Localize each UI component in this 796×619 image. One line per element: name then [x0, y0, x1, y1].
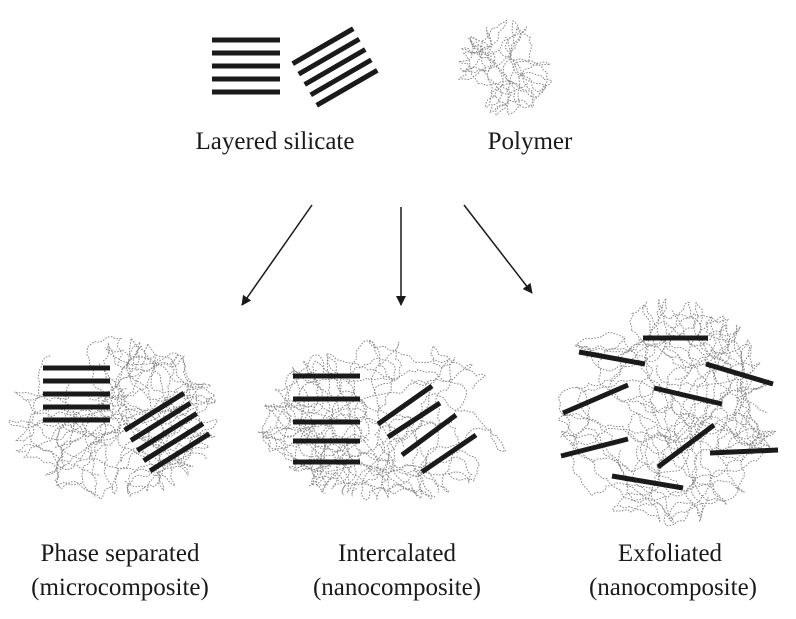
- polymer-chain: [290, 354, 474, 424]
- polymer-chain: [264, 386, 358, 496]
- polymer-chain: [636, 382, 777, 474]
- layered-silicate-label: Layered silicate: [195, 128, 355, 155]
- polymer-chain: [484, 26, 553, 108]
- polymer-chain: [345, 416, 460, 501]
- polymer-chain: [81, 399, 216, 498]
- polymer-chain: [102, 342, 199, 454]
- arrow-to-phase-separated: [241, 204, 313, 306]
- intercalated-title: Intercalated: [338, 540, 456, 567]
- polymer-chain: [617, 412, 769, 503]
- exfoliated-platelets: [560, 335, 779, 491]
- polymer-chain: [576, 304, 731, 372]
- phase-separated-subtitle: (microcomposite): [31, 574, 209, 601]
- polymer-chain: [608, 314, 761, 402]
- polymer-chain: [15, 355, 190, 495]
- polymer-chain: [632, 308, 756, 522]
- intercalated-stack-2: [376, 383, 478, 475]
- polymer-chain: [257, 403, 361, 486]
- polymer-chain: [274, 366, 434, 472]
- polymer-chain: [14, 362, 207, 460]
- silicate-stack-horizontal: [212, 37, 280, 95]
- polymer-chain: [373, 393, 507, 478]
- phase-separated-title: Phase separated: [40, 540, 200, 567]
- polymer-chain: [459, 26, 548, 109]
- polymer-chain: [458, 19, 529, 116]
- intercalated-subtitle: (nanocomposite): [312, 574, 481, 601]
- polymer-chain: [457, 26, 507, 107]
- polymer-chain: [693, 301, 770, 497]
- polymer-chain: [319, 340, 451, 493]
- arrows: [241, 204, 533, 306]
- polymer-chain: [298, 340, 393, 478]
- polymer-chain: [275, 381, 418, 501]
- polymer-chain: [26, 406, 176, 487]
- polymer-chain: [569, 336, 728, 506]
- phase-separated-stack-2: [123, 390, 211, 474]
- polymer-chain: [8, 345, 164, 468]
- exfoliated-title: Exfoliated: [617, 540, 723, 567]
- polymer-chain: [126, 382, 212, 498]
- polymer-chain: [54, 352, 216, 492]
- exfoliated-polymer-matrix: [557, 297, 777, 527]
- polymer-chain: [498, 36, 551, 115]
- silicate-stack-tilted: [291, 26, 379, 108]
- polymer-chain: [626, 343, 754, 460]
- polymer-coil: [457, 19, 553, 116]
- polymer-chain: [586, 324, 770, 441]
- polymer-chain: [306, 377, 468, 498]
- polymer-chain: [22, 420, 117, 488]
- polymer-chain: [557, 413, 701, 524]
- polymer-chain: [562, 414, 772, 522]
- exfoliated-subtitle: (nanocomposite): [588, 574, 757, 601]
- polymer-chain: [86, 336, 218, 495]
- polymer-label: Polymer: [487, 128, 573, 155]
- polymer-chain: [120, 357, 218, 492]
- polymer-chain: [93, 341, 205, 445]
- intercalated-stack-1: [293, 373, 360, 465]
- phase-separated-stack-1: [43, 365, 110, 423]
- polymer-chain: [467, 20, 534, 113]
- arrow-to-exfoliated: [463, 204, 533, 294]
